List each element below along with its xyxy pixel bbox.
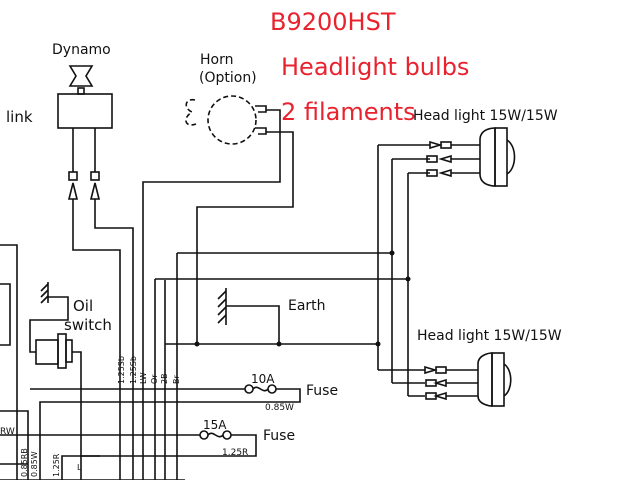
dynamo-body <box>57 93 113 129</box>
dynamo-label: Dynamo <box>52 42 111 58</box>
svg-text:L: L <box>77 463 82 472</box>
svg-text:2B: 2B <box>160 373 169 384</box>
dynamo-pulley <box>68 65 94 87</box>
fuse-15a-rating: 15A <box>203 418 227 432</box>
fuse-10a-icon <box>244 384 277 394</box>
oil-switch-icon <box>29 282 82 480</box>
headlight-bulbs-annotation: Headlight bulbs <box>281 53 469 81</box>
dynamo-wires <box>67 128 134 480</box>
dynamo <box>57 65 113 129</box>
horn-label: Horn <box>200 52 233 68</box>
svg-text:LW: LW <box>139 372 148 384</box>
link-label: link <box>6 108 33 126</box>
fuse-10a-rating: 10A <box>251 372 275 386</box>
horn-wire-1 <box>142 109 281 480</box>
svg-text:Br: Br <box>172 375 181 384</box>
headlight-bottom-label: Head light 15W/15W <box>417 328 562 344</box>
oil-switch-label-1: Oil <box>73 297 93 315</box>
filaments-annotation: 2 filaments <box>281 98 416 126</box>
fuse-15a-icon <box>199 430 232 440</box>
earth-label: Earth <box>288 298 326 314</box>
headlight-top <box>378 127 516 187</box>
horn-icon <box>185 95 267 145</box>
oil-switch-label-2: switch <box>64 316 112 334</box>
svg-text:1.25Sb: 1.25Sb <box>129 356 138 384</box>
model-annotation: B9200HST <box>270 8 396 36</box>
fuse-15a-label: Fuse <box>263 428 295 444</box>
svg-text:Or: Or <box>150 374 159 384</box>
headlight-bottom <box>378 352 512 407</box>
fuse-15a-wire-label: 1.25R <box>222 448 248 458</box>
svg-text:0.85W: 0.85W <box>30 451 39 477</box>
svg-text:1.25Sb: 1.25Sb <box>117 356 126 384</box>
fuse-10a-label: Fuse <box>306 383 338 399</box>
svg-text:1.25R: 1.25R <box>52 453 61 477</box>
horn-option-label: (Option) <box>199 70 257 86</box>
headlight-top-label: Head light 15W/15W <box>413 108 558 124</box>
harness-wire-labels: 1.25Sb 1.25Sb LW Or 2B Br <box>117 356 181 384</box>
fuse-10a-wire-label: 0.85W <box>265 403 294 413</box>
rw-wire-label: RW <box>0 427 15 437</box>
earth-ground-icon <box>217 288 280 344</box>
bottom-wire-labels: 0.85RB 0.85W 1.25R L <box>20 448 82 477</box>
svg-text:0.85RB: 0.85RB <box>20 448 29 477</box>
